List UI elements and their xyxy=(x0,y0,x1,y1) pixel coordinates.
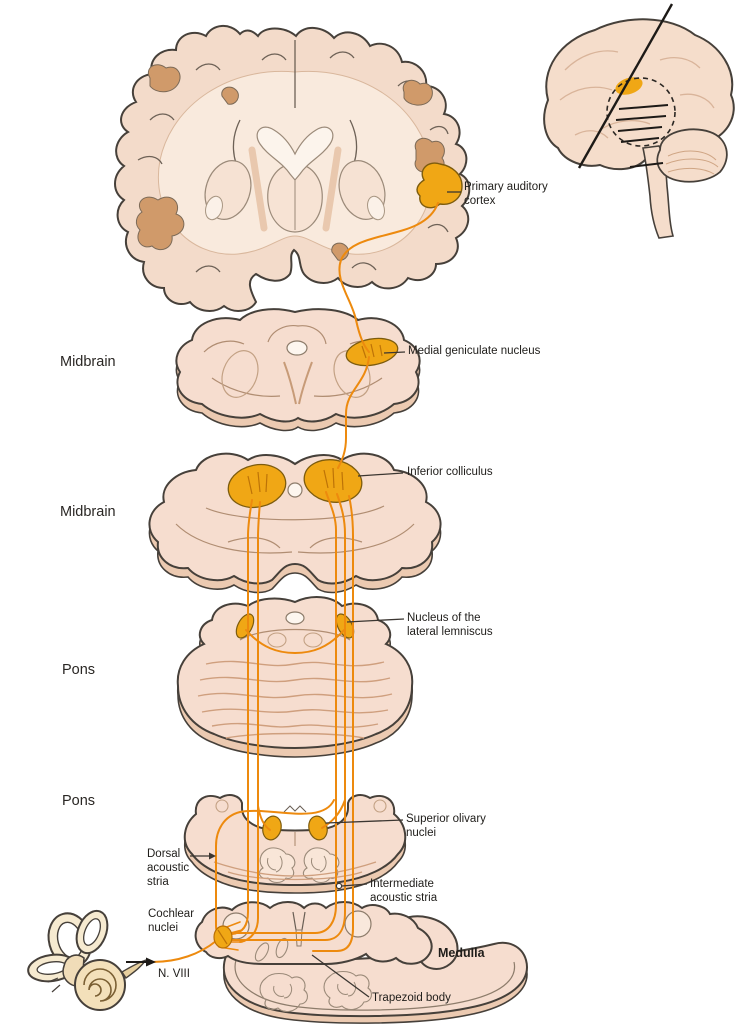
fiber-to-right-son xyxy=(321,799,346,829)
fiber-right-1 xyxy=(223,491,337,934)
fiber-right-3 xyxy=(312,495,354,952)
label-medulla: Medulla xyxy=(438,946,485,960)
medial-geniculate-nucleus-highlight xyxy=(345,337,399,367)
label-cochlear-nuclei: Cochlear nuclei xyxy=(148,908,195,934)
leader-lines xyxy=(190,191,461,998)
coronal-brain-section xyxy=(114,25,471,312)
medulla-section xyxy=(194,901,528,1024)
inset-dashed-circle xyxy=(606,77,676,147)
inferior-olive-left xyxy=(259,972,309,1013)
fiber-mgn-to-ic xyxy=(337,356,370,469)
cochlea-inner-ear xyxy=(27,909,148,1011)
leader-medial-geniculate xyxy=(383,351,406,354)
label-medial-geniculate-nucleus: Medial geniculate nucleus xyxy=(408,345,541,357)
leader-intermediate-stria xyxy=(341,883,368,887)
deep-sulci-patches xyxy=(135,64,445,261)
midbrain-section-ic xyxy=(148,452,442,594)
pons-section-son xyxy=(183,794,407,894)
dorsal-stria-arrowhead xyxy=(209,852,216,860)
leader-lateral-lemniscus xyxy=(346,618,405,623)
pontine-striations xyxy=(197,660,393,739)
fiber-nerve-viii xyxy=(151,940,217,963)
primary-auditory-cortex-highlight xyxy=(416,162,463,209)
cerebral-aqueduct xyxy=(286,340,308,356)
leader-trapezoid-body xyxy=(311,954,370,998)
nerve-input-arrowhead xyxy=(146,957,156,967)
inset-section-level-lines xyxy=(615,104,669,168)
leader-inferior-colliculus xyxy=(357,472,404,477)
inferior-colliculus-left-highlight xyxy=(227,463,287,509)
label-trapezoid-body: Trapezoid body xyxy=(372,992,451,1004)
fiber-lemniscus-arc xyxy=(245,629,345,655)
fiber-to-left-son xyxy=(257,805,271,831)
lateral-ventricles xyxy=(256,126,334,181)
inferior-olive-right xyxy=(323,970,373,1011)
fiber-left-2 xyxy=(239,501,261,943)
label-midbrain-1: Midbrain xyxy=(60,354,116,370)
label-inferior-colliculus: Inferior colliculus xyxy=(407,466,493,478)
label-nucleus-lateral-lemniscus: Nucleus of the lateral lemniscus xyxy=(407,612,493,638)
label-n-viii: N. VIII xyxy=(158,968,190,980)
label-intermediate-acoustic-stria: Intermediate acoustic stria xyxy=(370,878,438,904)
leader-superior-olivary xyxy=(325,819,404,824)
cochlear-nuclei-mark xyxy=(217,929,228,945)
midbrain-section-mgn xyxy=(175,308,421,432)
label-primary-auditory-cortex: Primary auditory cortex xyxy=(464,181,548,207)
inset-brain-lateral-view xyxy=(543,3,735,239)
fiber-cortex-to-mgn xyxy=(338,202,439,353)
label-midbrain-2: Midbrain xyxy=(60,504,116,520)
label-pons-2: Pons xyxy=(62,793,96,809)
fiber-right-2 xyxy=(223,493,346,941)
label-superior-olivary-nuclei: Superior olivary nuclei xyxy=(406,813,486,839)
inset-section-plane-line xyxy=(577,3,674,169)
label-dorsal-acoustic-stria: Dorsal acoustic stria xyxy=(147,848,190,888)
superior-olivary-nucleus-left-highlight xyxy=(262,815,282,841)
intermediate-stria-dot xyxy=(335,882,343,890)
lateral-lemniscus-nucleus-left-highlight xyxy=(235,613,255,639)
label-pons-1: Pons xyxy=(62,662,96,678)
